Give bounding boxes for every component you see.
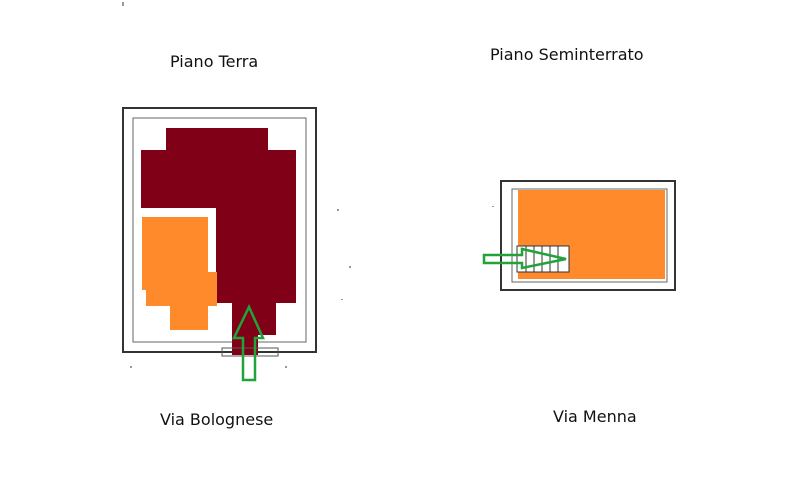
ground-floor-plan <box>122 107 317 382</box>
ground-floor-entrance-step <box>221 347 279 357</box>
basement-entrance-arrow-right <box>482 247 567 270</box>
basement-title: Piano Seminterrato <box>490 45 644 64</box>
basement-outer-wall <box>500 180 676 291</box>
ground-floor-inner-wall <box>132 117 307 343</box>
basement-plan <box>482 180 676 291</box>
scan-noise <box>122 2 494 368</box>
street-label-bolognese: Via Bolognese <box>160 410 274 429</box>
ground-floor-dark-red-area <box>141 128 296 355</box>
entrance-arrow-up <box>232 304 265 382</box>
ground-floor-outer-wall <box>122 107 317 353</box>
ground-floor-orange-area <box>142 217 217 330</box>
street-label-menna: Via Menna <box>553 407 637 426</box>
basement-inner-wall <box>511 188 668 283</box>
ground-floor-title: Piano Terra <box>170 52 259 71</box>
